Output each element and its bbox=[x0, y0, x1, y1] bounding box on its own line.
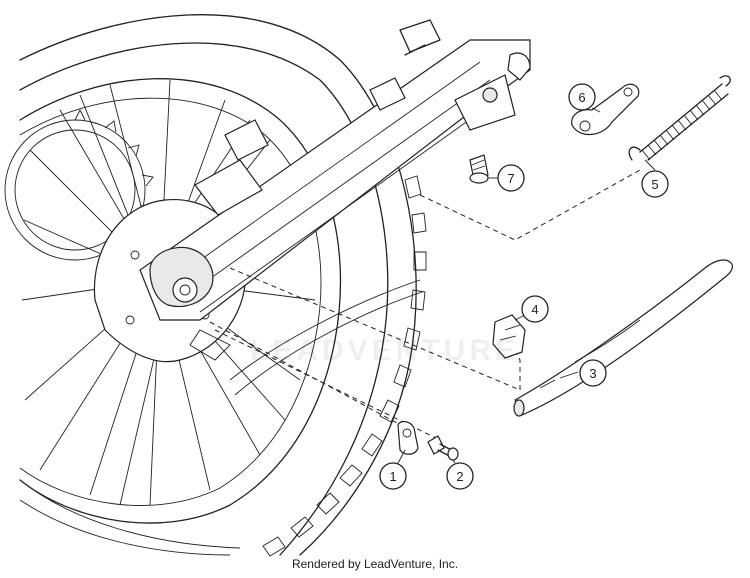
callout-2[interactable]: 2 bbox=[446, 459, 474, 490]
part-side-stand-leg bbox=[513, 259, 734, 417]
part-spring bbox=[628, 75, 731, 161]
chain-guide bbox=[189, 279, 423, 396]
frame-mount bbox=[399, 19, 531, 131]
part-bolt bbox=[427, 435, 459, 461]
callout-3[interactable]: 3 bbox=[559, 359, 607, 387]
part-screw bbox=[469, 154, 489, 184]
part-rubber-stop bbox=[492, 314, 526, 359]
watermark-text: LEADVENTURE bbox=[250, 334, 519, 367]
callout-6-label: 6 bbox=[578, 90, 585, 105]
part-washer-bracket bbox=[397, 421, 419, 455]
callout-1-label: 1 bbox=[389, 469, 396, 484]
sprocket bbox=[4, 108, 154, 263]
callout-1[interactable]: 1 bbox=[379, 449, 407, 490]
footer-credit: Rendered by LeadVenture, Inc. bbox=[291, 557, 459, 571]
swingarm bbox=[139, 39, 531, 321]
callout-5-label: 5 bbox=[651, 177, 658, 192]
callout-4-label: 4 bbox=[531, 302, 538, 317]
part-spring-plate bbox=[571, 83, 640, 135]
callout-7-label: 7 bbox=[507, 171, 514, 186]
wheel-rim bbox=[19, 78, 342, 524]
callout-6[interactable]: 6 bbox=[568, 83, 601, 113]
callout-5[interactable]: 5 bbox=[641, 159, 669, 198]
callout-2-label: 2 bbox=[456, 469, 463, 484]
callout-4[interactable]: 4 bbox=[514, 295, 549, 323]
callout-7[interactable]: 7 bbox=[488, 164, 525, 192]
callout-3-label: 3 bbox=[589, 366, 596, 381]
